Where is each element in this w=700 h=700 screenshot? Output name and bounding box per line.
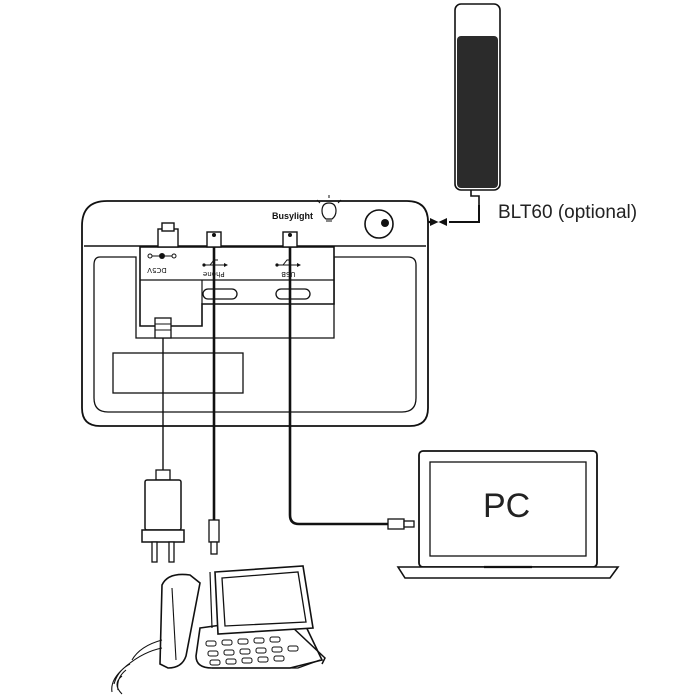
busylight-icon — [316, 195, 342, 222]
busylight-label: Busylight — [272, 211, 313, 221]
pc-label: PC — [483, 487, 530, 525]
cables — [154, 247, 390, 526]
blt60-handset — [395, 3, 501, 226]
desk-phone — [111, 565, 326, 695]
usb-plug-pc — [387, 518, 415, 530]
base-unit: Busylight — [81, 195, 429, 427]
port-block: DC5V Phone USB — [139, 222, 335, 327]
keypad — [205, 636, 299, 666]
laptop — [396, 450, 620, 579]
usb-plug-phone — [208, 519, 220, 555]
handset-label: BLT60 (optional) — [498, 202, 637, 223]
dc-port-label: DC5V — [147, 266, 167, 274]
power-adapter — [141, 469, 185, 563]
dc-port-icon — [147, 253, 177, 259]
usb-port-label: USB — [281, 270, 296, 278]
